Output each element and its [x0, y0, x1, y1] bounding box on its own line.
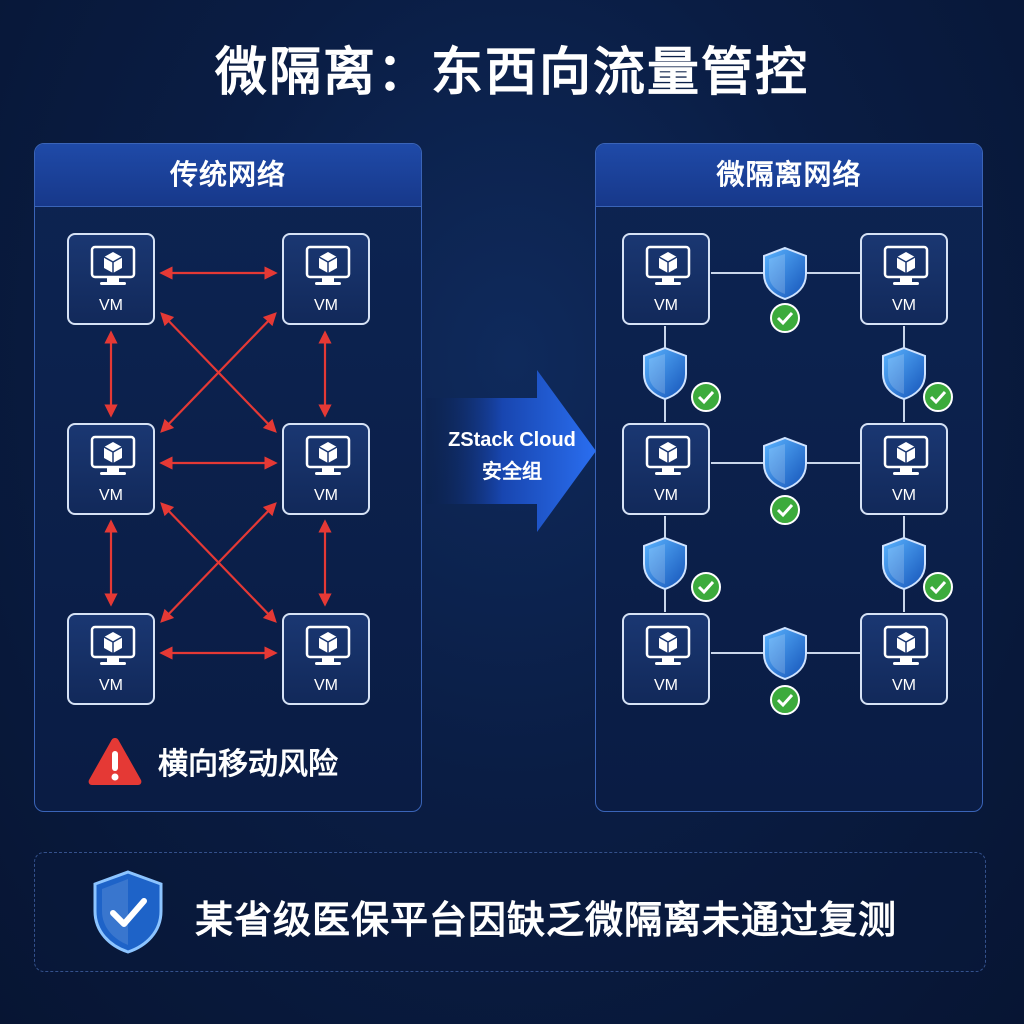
vm-node: VM [860, 233, 948, 325]
vm-node: VM [622, 613, 710, 705]
monitor-cube-icon [90, 245, 136, 285]
monitor-cube-icon [883, 435, 929, 475]
vm-node: VM [282, 233, 370, 325]
vm-label: VM [654, 677, 678, 694]
vm-label: VM [892, 487, 916, 504]
vm-label: VM [892, 297, 916, 314]
page-title: 微隔离：东西向流量管控 [214, 43, 809, 103]
shield-check-icon [93, 870, 163, 954]
footer-note: 某省级医保平台因缺乏微隔离未通过复测 [34, 852, 986, 972]
monitor-cube-icon [305, 625, 351, 665]
vm-label: VM [314, 297, 338, 314]
vm-label: VM [654, 297, 678, 314]
vm-node: VM [622, 233, 710, 325]
monitor-cube-icon [90, 435, 136, 475]
monitor-cube-icon [90, 625, 136, 665]
micro-segmentation-title: 微隔离网络 [596, 144, 982, 207]
monitor-cube-icon [645, 625, 691, 665]
vm-label: VM [99, 297, 123, 314]
traditional-network-title: 传统网络 [35, 144, 421, 207]
vm-node: VM [282, 613, 370, 705]
vm-node: VM [67, 233, 155, 325]
vm-label: VM [99, 487, 123, 504]
monitor-cube-icon [305, 245, 351, 285]
monitor-cube-icon [305, 435, 351, 475]
vm-label: VM [314, 677, 338, 694]
vm-node: VM [282, 423, 370, 515]
security-group-label: 安全组 [482, 459, 542, 483]
vm-node: VM [67, 613, 155, 705]
monitor-cube-icon [883, 625, 929, 665]
monitor-cube-icon [645, 435, 691, 475]
warning-triangle-icon [88, 738, 142, 785]
vm-label: VM [654, 487, 678, 504]
vm-node: VM [622, 423, 710, 515]
vm-node: VM [860, 613, 948, 705]
footer-text: 某省级医保平台因缺乏微隔离未通过复测 [195, 898, 898, 942]
vm-label: VM [99, 677, 123, 694]
monitor-cube-icon [883, 245, 929, 285]
risk-text: 横向移动风险 [158, 747, 338, 782]
vm-label: VM [314, 487, 338, 504]
lateral-risk-warning: 横向移动风险 [86, 735, 338, 787]
vm-node: VM [860, 423, 948, 515]
monitor-cube-icon [645, 245, 691, 285]
vm-node: VM [67, 423, 155, 515]
vm-label: VM [892, 677, 916, 694]
zstack-cloud-label: ZStack Cloud [448, 429, 576, 451]
zstack-arrow-label: ZStack Cloud 安全组 [432, 425, 592, 487]
